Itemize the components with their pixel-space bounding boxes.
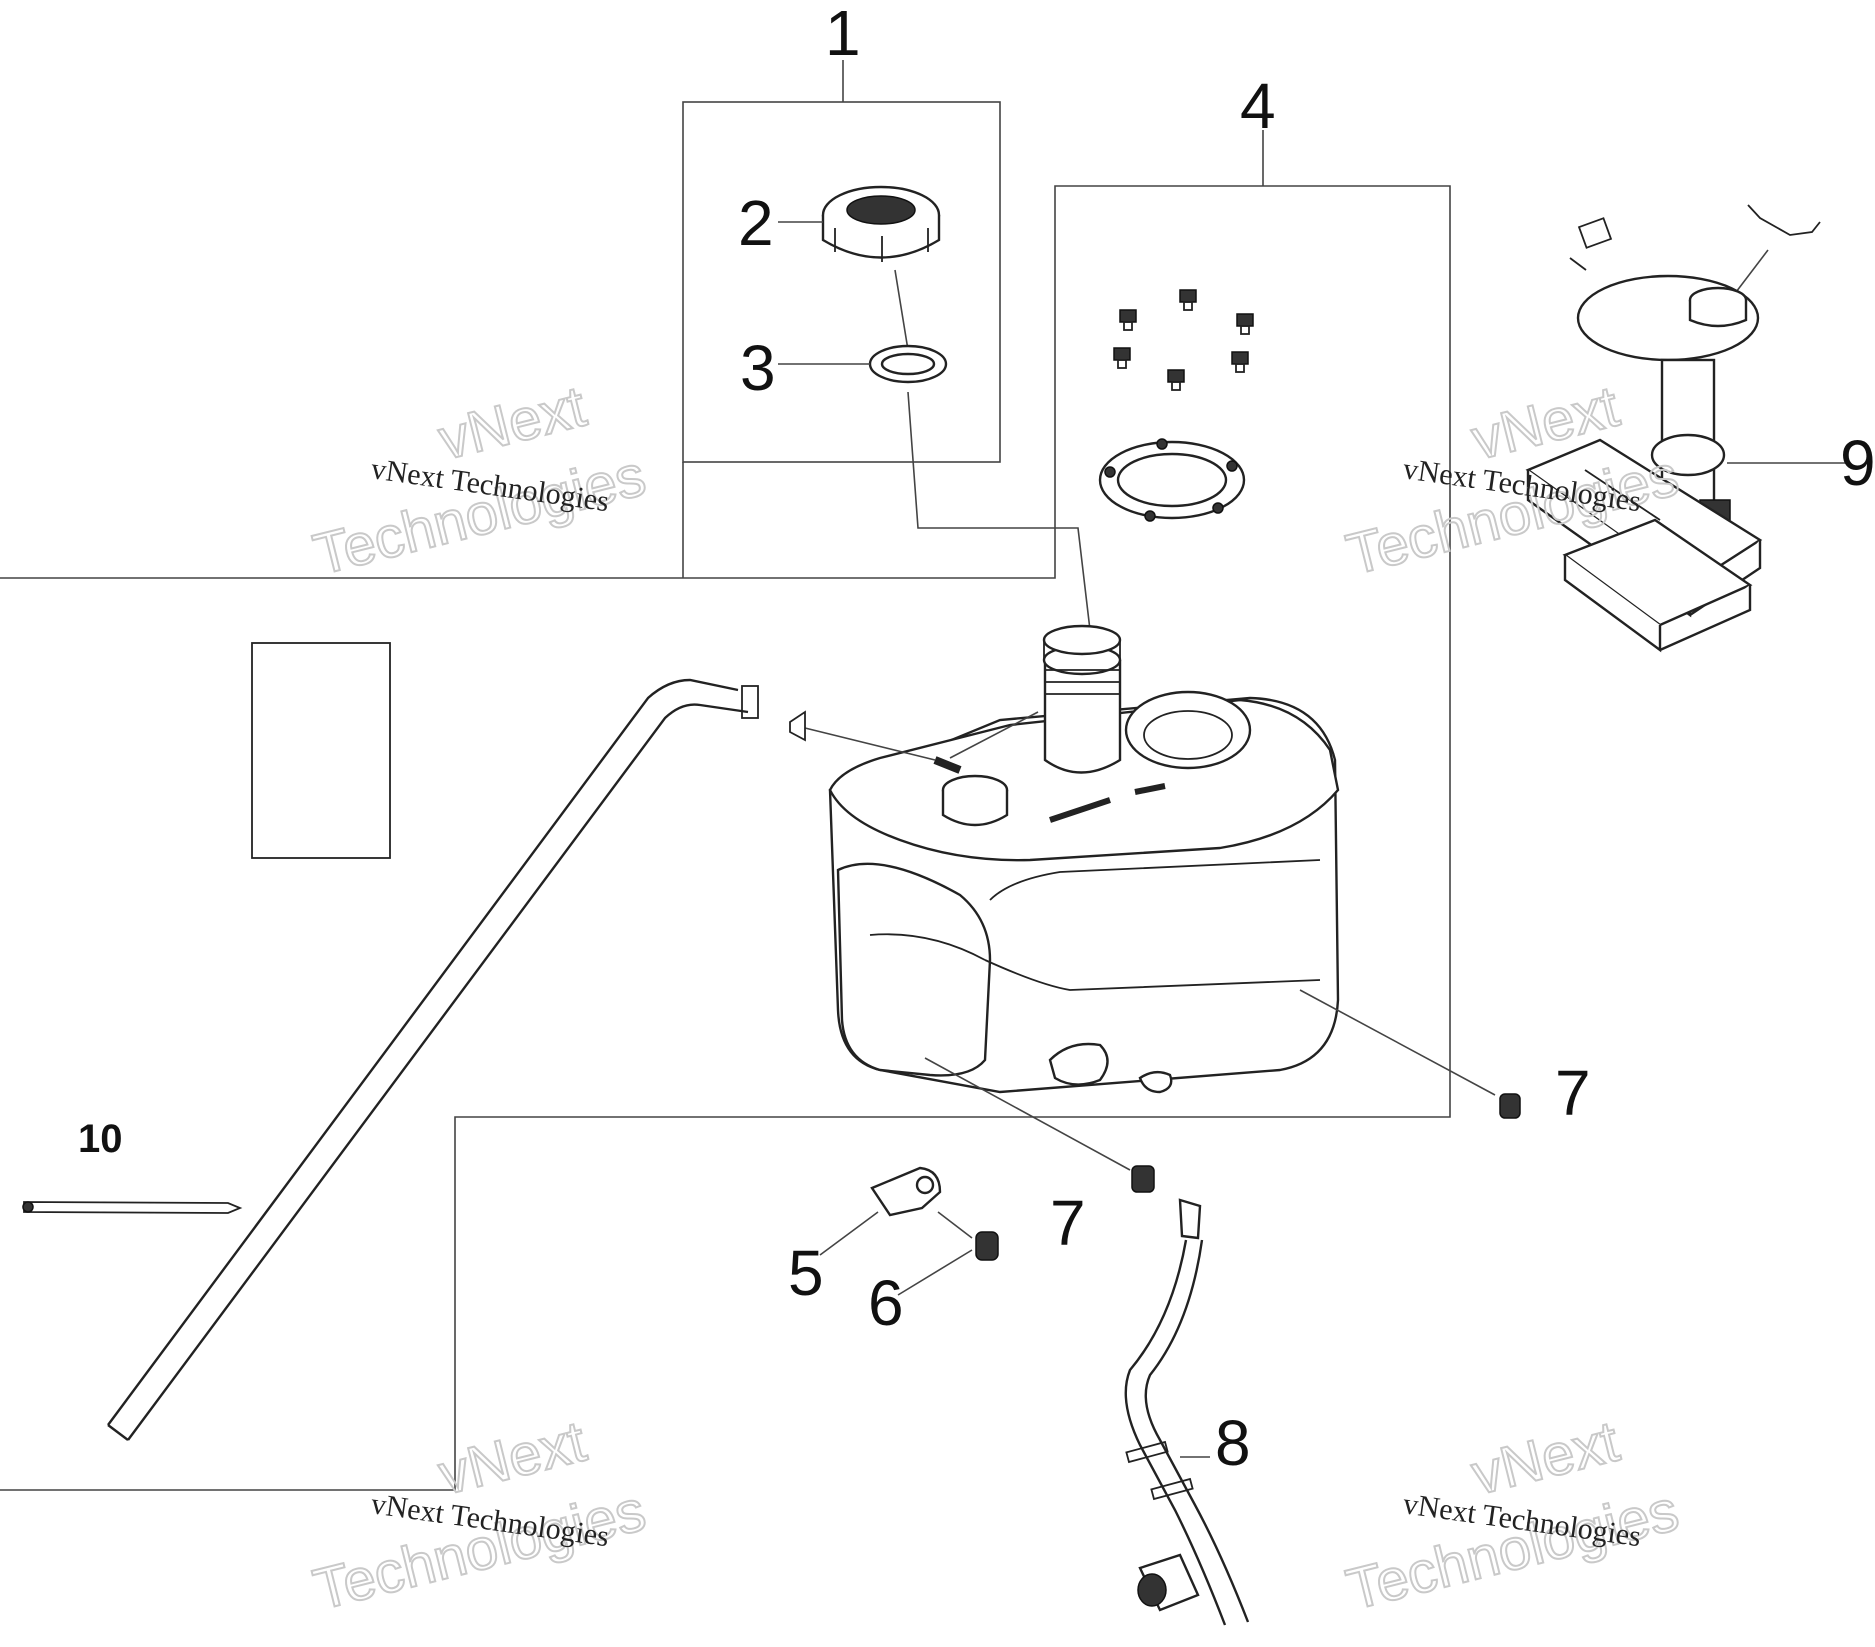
hose-clip bbox=[789, 710, 806, 742]
callout-4: 4 bbox=[1240, 70, 1276, 142]
cable-tie bbox=[22, 1201, 243, 1214]
fuel-pump-assembly bbox=[1525, 204, 1821, 653]
callout-7a: 7 bbox=[1555, 1057, 1591, 1129]
bracket-nut bbox=[975, 1231, 999, 1261]
pump-mounting-bolts bbox=[1113, 289, 1254, 391]
group-frames bbox=[0, 60, 1451, 1491]
group-1-extension-line bbox=[0, 185, 1451, 1491]
callout-5: 5 bbox=[788, 1237, 824, 1309]
grommet-2-leader bbox=[924, 1057, 1131, 1171]
vent-hose bbox=[107, 678, 759, 1441]
fuel-cap bbox=[821, 185, 941, 262]
callout-1: 1 bbox=[825, 0, 861, 69]
watermark-bottom-left: vNext Technologies vNext Technologies bbox=[306, 1408, 652, 1624]
callout-10: 10 bbox=[78, 1117, 123, 1161]
cap-seal-ring bbox=[868, 344, 948, 384]
watermark-large-7: vNext bbox=[1465, 1409, 1625, 1508]
callout-7b: 7 bbox=[1050, 1187, 1086, 1259]
tank-mount-grommet-2 bbox=[1131, 1165, 1155, 1193]
fuel-hose bbox=[1124, 1198, 1250, 1626]
callout-2: 2 bbox=[738, 187, 774, 259]
group-1-frame bbox=[682, 101, 1001, 463]
callout-9: 9 bbox=[1840, 427, 1875, 499]
callout-5-leader bbox=[819, 1211, 879, 1256]
ring-to-neck-line bbox=[907, 391, 1091, 631]
watermark-large-5: vNext bbox=[432, 1409, 592, 1508]
callout-8: 8 bbox=[1215, 1407, 1251, 1479]
watermark-top-left: vNext Technologies vNext Technologies bbox=[306, 373, 652, 589]
tank-mount-grommet-1 bbox=[1499, 1093, 1521, 1119]
callout-6-leader bbox=[897, 1249, 973, 1296]
bracket-to-nut-line bbox=[937, 1211, 973, 1239]
tank-to-valve-line bbox=[949, 711, 1039, 759]
pump-retainer-ring bbox=[1098, 438, 1246, 522]
grommet-1-leader bbox=[1299, 989, 1496, 1096]
blank-label-placeholder bbox=[251, 642, 391, 859]
cap-to-ring-line bbox=[894, 269, 909, 351]
hose-bracket bbox=[870, 1166, 942, 1217]
callout-labels: 1 2 3 4 5 6 7 7 8 9 10 bbox=[78, 0, 1875, 1479]
watermark-bottom-right: vNext Technologies vNext Technologies bbox=[1339, 1408, 1685, 1624]
fuel-tank bbox=[828, 624, 1340, 1094]
callout-6: 6 bbox=[868, 1267, 904, 1339]
watermark-large-1: vNext bbox=[432, 374, 592, 473]
callout-3: 3 bbox=[740, 332, 776, 404]
hose-to-tank-line bbox=[804, 727, 936, 761]
